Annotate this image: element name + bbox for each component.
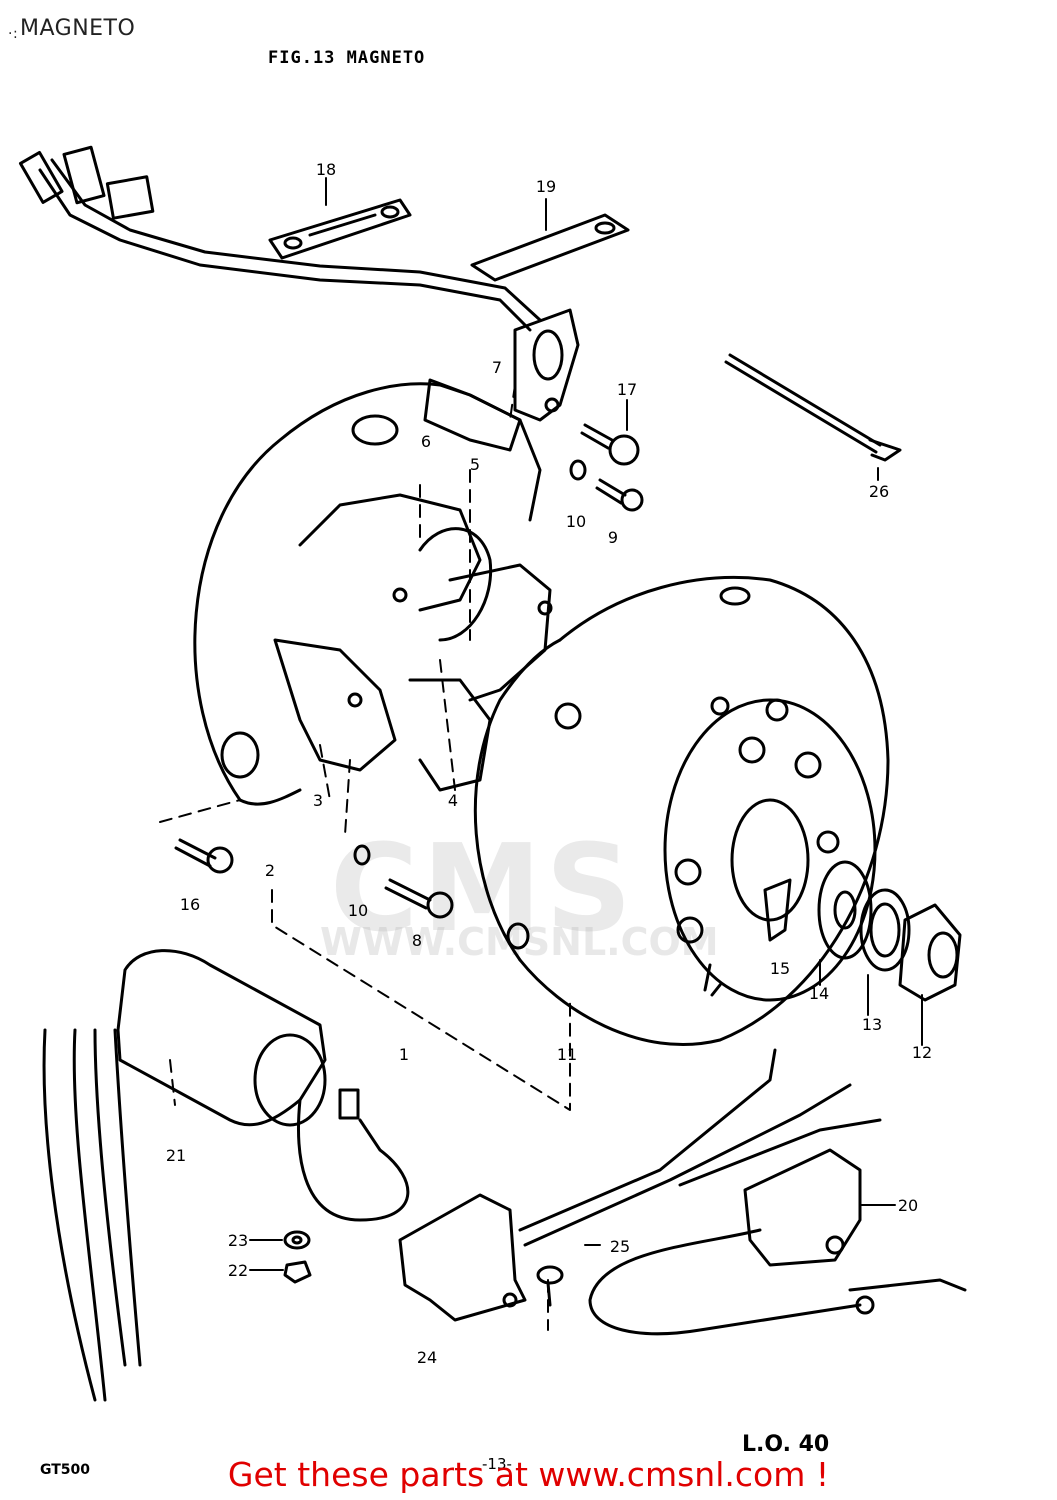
part-24-unit: [398, 1193, 527, 1322]
part-26-rod: [724, 353, 902, 462]
watermark-logo: CMS: [330, 820, 636, 959]
model-code: GT500: [40, 1462, 91, 1478]
callout-leaders: [249, 177, 923, 1271]
callout-20: 20: [898, 1196, 918, 1215]
part-7-clamp: [423, 308, 580, 452]
callout-11: 11: [557, 1045, 577, 1064]
rotor-fastener-stack: [763, 860, 962, 1002]
part-18-plate: [268, 198, 412, 260]
callout-26: 26: [869, 482, 889, 501]
callout-23: 23: [228, 1231, 248, 1250]
part-11-flywheel-rotor: [473, 576, 890, 1046]
loom-wires: [518, 1048, 967, 1336]
cta-link[interactable]: Get these parts at www.cmsnl.com !: [227, 1455, 830, 1494]
callout-7: 7: [492, 358, 502, 377]
screws: [174, 423, 644, 919]
callout-21: 21: [166, 1146, 186, 1165]
callout-24: 24: [417, 1348, 437, 1367]
callout-18: 18: [316, 160, 336, 179]
callout-12: 12: [912, 1043, 932, 1062]
stator-base-plate: [193, 382, 542, 806]
callout-4: 4: [448, 791, 458, 810]
callout-14: 14: [809, 984, 829, 1003]
page-number: -13-: [482, 1455, 512, 1473]
scan-dots: ·:: [8, 26, 19, 42]
callout-22: 22: [228, 1261, 248, 1280]
part-25-screw: [536, 1265, 564, 1307]
part-21-ignition-coil: [42, 949, 410, 1402]
callout-5: 5: [470, 455, 480, 474]
stator-coils: [273, 493, 553, 792]
part-20-unit: [743, 1148, 862, 1267]
callout-3: 3: [313, 791, 323, 810]
stator-lead-wire: [18, 145, 542, 332]
callout-6: 6: [421, 432, 431, 451]
parts-22-23: [283, 1230, 312, 1284]
callout-19: 19: [536, 177, 556, 196]
callout-1: 1: [399, 1045, 409, 1064]
callout-17: 17: [617, 380, 637, 399]
callout-15: 15: [770, 959, 790, 978]
callout-10-upper: 10: [566, 512, 586, 531]
callout-9: 9: [608, 528, 618, 547]
callout-10-lower: 10: [348, 901, 368, 920]
callout-13: 13: [862, 1015, 882, 1034]
assembly-guide-lines: [159, 384, 571, 1331]
page-heading-text: MAGNETO: [20, 16, 136, 41]
corner-note: L.O. 40: [742, 1432, 830, 1457]
callout-16: 16: [180, 895, 200, 914]
figure-title: FIG.13 MAGNETO: [268, 48, 426, 68]
callout-8: 8: [412, 931, 422, 950]
callout-25: 25: [610, 1237, 630, 1256]
callout-2: 2: [265, 861, 275, 880]
page-heading: ·: MAGNETO: [8, 16, 136, 42]
part-19-gasket: [470, 213, 630, 282]
